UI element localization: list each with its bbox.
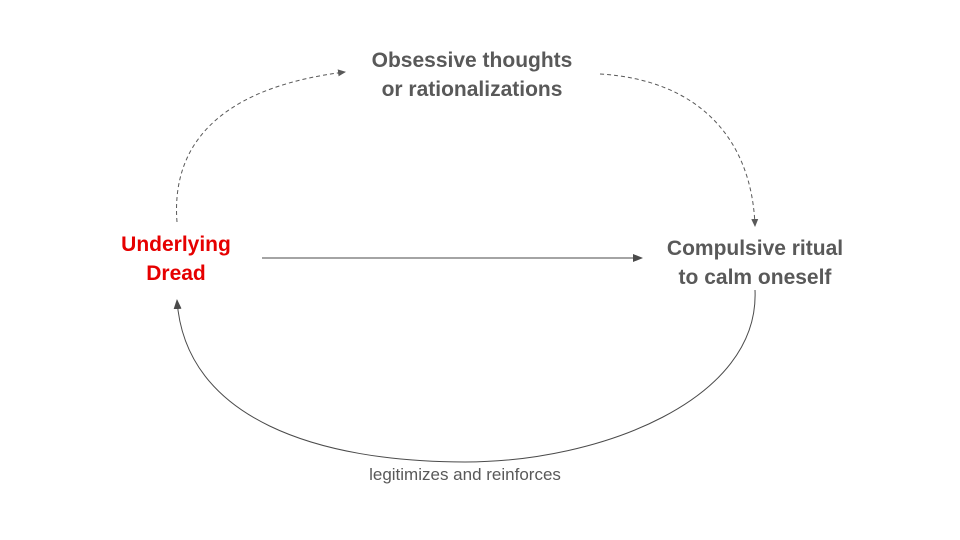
- node-obsessive-thoughts: Obsessive thoughts or rationalizations: [372, 46, 573, 104]
- edge-dread-to-thoughts: [176, 69, 346, 223]
- node-underlying-dread-line-1: Underlying: [121, 233, 231, 256]
- node-obsessive-thoughts-line-2: or rationalizations: [381, 78, 563, 101]
- node-compulsive-ritual-line-2: to calm oneself: [678, 266, 832, 289]
- node-obsessive-thoughts-line-1: Obsessive thoughts: [371, 49, 573, 72]
- edge-thoughts-to-ritual: [599, 73, 759, 227]
- edge-label-legitimizes: legitimizes and reinforces: [369, 465, 561, 484]
- node-compulsive-ritual: Compulsive ritual to calm oneself: [667, 234, 843, 292]
- node-underlying-dread-line-2: Dread: [146, 262, 206, 285]
- node-compulsive-ritual-line-1: Compulsive ritual: [666, 237, 844, 260]
- edge-ritual-to-dread: [173, 289, 756, 463]
- node-underlying-dread: Underlying Dread: [121, 230, 231, 288]
